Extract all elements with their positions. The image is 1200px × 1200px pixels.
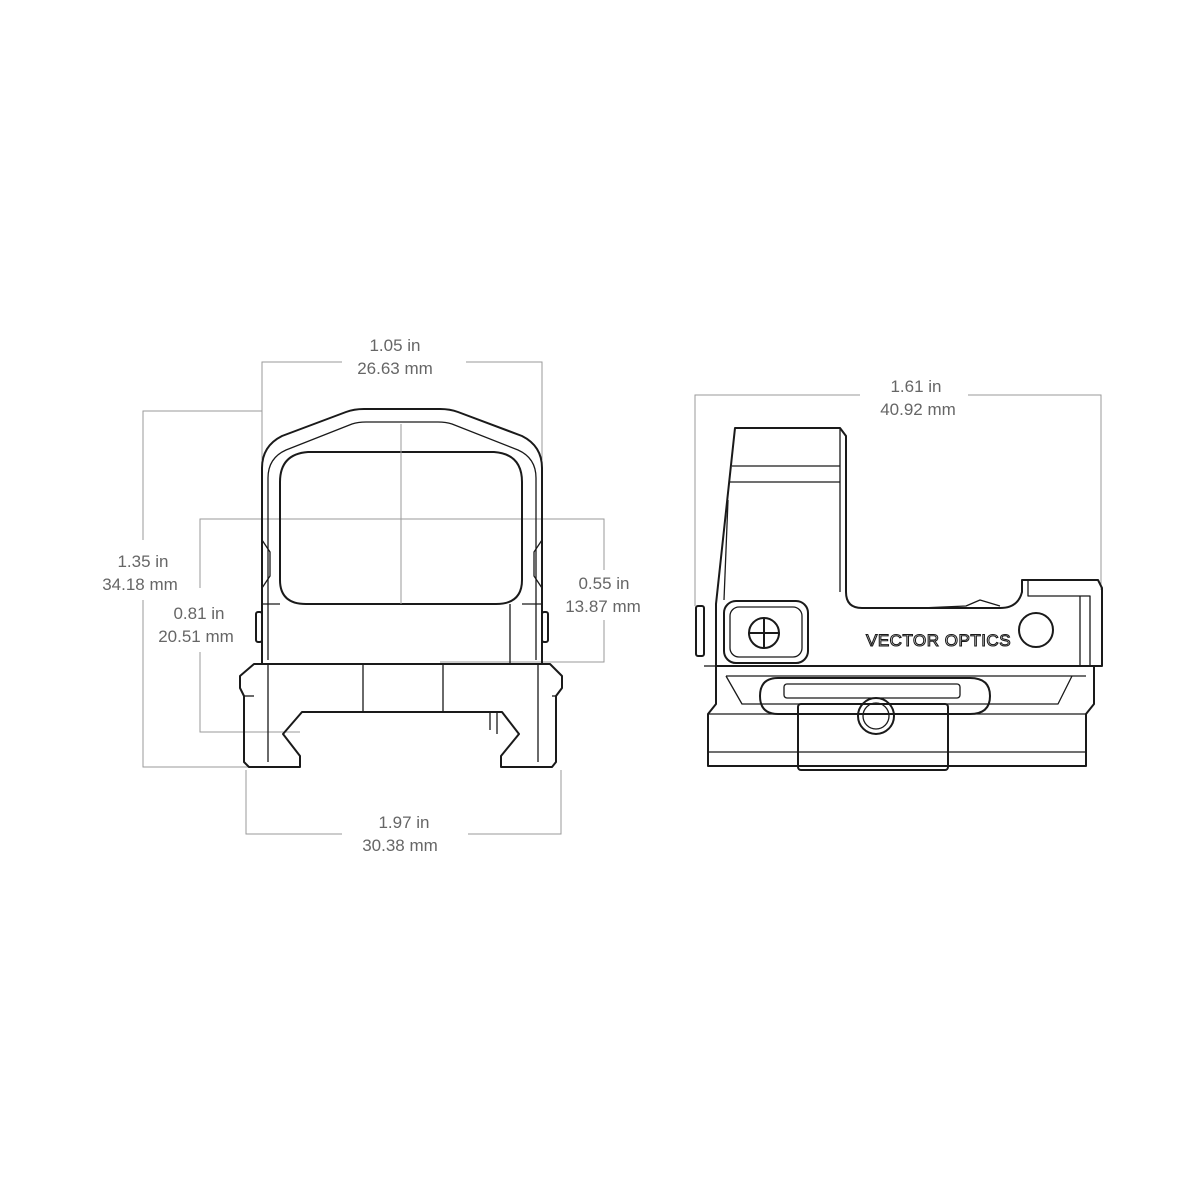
brightness-button: [723, 600, 809, 664]
front-sight-body: [255, 408, 549, 665]
mount-height-mm: 20.51 mm: [158, 627, 234, 646]
front-dimension-lines: [142, 361, 605, 835]
window-height-inch: 0.55 in: [578, 574, 629, 593]
front-width-inch: 1.05 in: [369, 336, 420, 355]
window-height-mm: 13.87 mm: [565, 597, 641, 616]
total-height-mm: 34.18 mm: [102, 575, 178, 594]
front-mount: [239, 663, 563, 768]
side-view: 1.61 in 40.92 mm VECT: [694, 377, 1103, 771]
front-width-mm: 26.63 mm: [357, 359, 433, 378]
side-length-line: [694, 394, 1102, 606]
side-length-mm: 40.92 mm: [880, 400, 956, 419]
brand-logo-text: VECTOR OPTICS: [866, 631, 1011, 650]
base-width-inch: 1.97 in: [378, 813, 429, 832]
total-height-inch: 1.35 in: [117, 552, 168, 571]
side-sight-body: [695, 427, 1103, 667]
base-width-mm: 30.38 mm: [362, 836, 438, 855]
side-length-inch: 1.61 in: [890, 377, 941, 396]
battery-cap-icon: [1018, 612, 1054, 648]
clamp-screw-icon: [857, 697, 895, 735]
side-mount: [707, 665, 1095, 771]
mount-height-inch: 0.81 in: [173, 604, 224, 623]
front-view: 1.05 in 26.63 mm 1.35 in 34.18 mm 0.81 i…: [102, 336, 641, 855]
